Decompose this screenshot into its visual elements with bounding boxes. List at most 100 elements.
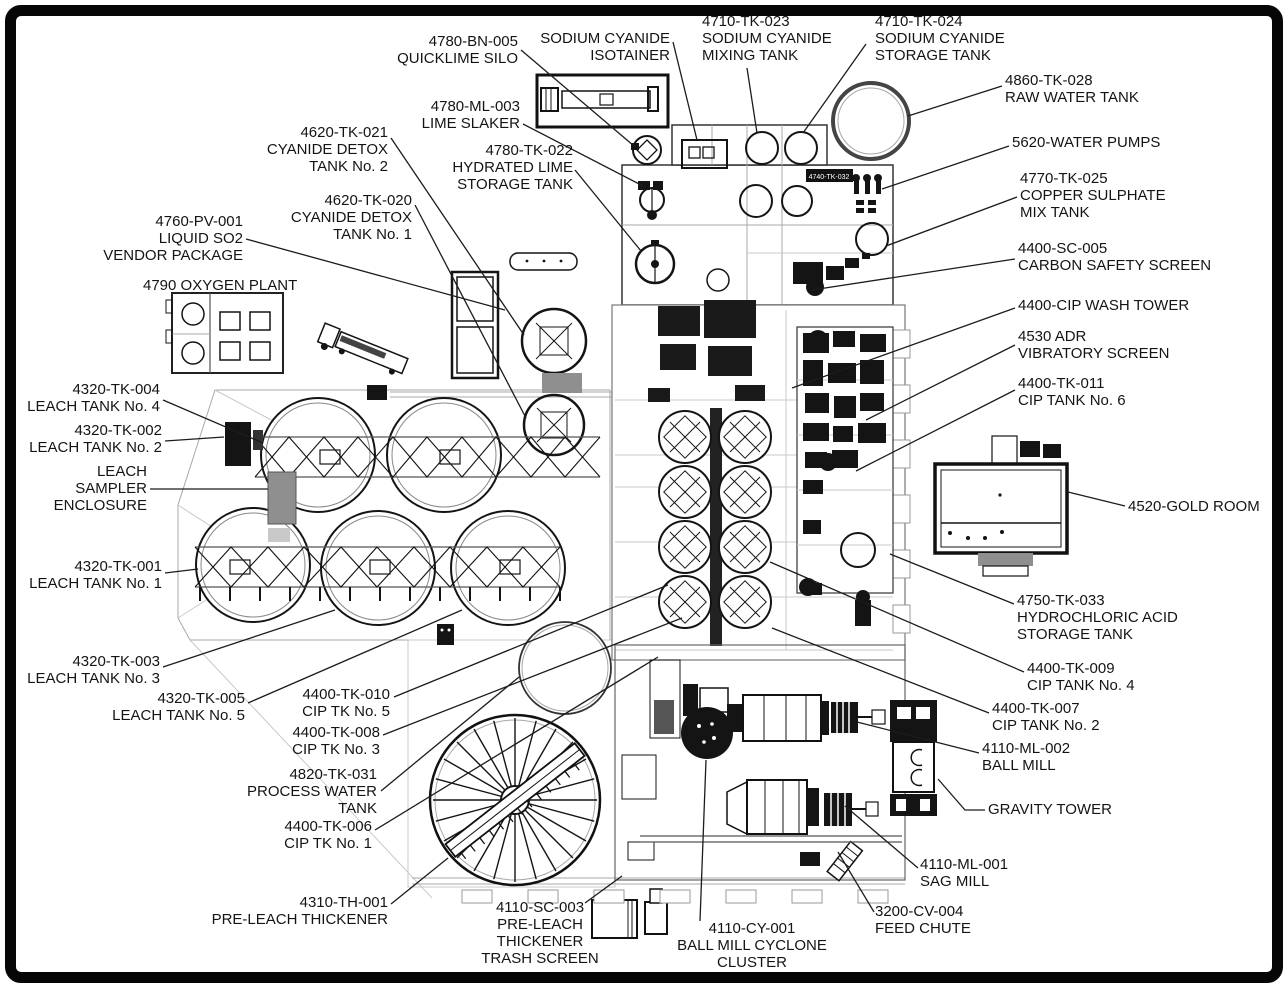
equipment-label-oxygen: 4790 OXYGEN PLANT — [143, 277, 298, 294]
delivery-truck — [540, 86, 659, 112]
leader-line-ml002 — [856, 721, 980, 754]
equipment-label-sc005: 4400-SC-005 CARBON SAFETY SCREEN — [1018, 240, 1212, 274]
equipment-label-cv004: 3200-CV-004 FEED CHUTE — [875, 903, 971, 937]
leader-line-cv004 — [837, 851, 875, 913]
leader-line-bn005 — [520, 49, 635, 147]
reagent-truck — [316, 322, 409, 375]
quicklime-silo-symbol — [631, 135, 662, 165]
equipment-label-tk006: 4400-TK-006 CIP TK No. 1 — [284, 818, 372, 852]
equipment-label-tk033: 4750-TK-033 HYDROCHLORIC ACID STORAGE TA… — [1017, 592, 1178, 643]
equipment-label-adr: 4530 ADR VIBRATORY SCREEN — [1018, 328, 1170, 362]
equipment-label-sc003: 4110-SC-003 PRE-LEACH THICKENER TRASH SC… — [481, 899, 599, 967]
equipment-label-tk011: 4400-TK-011 CIP TANK No. 6 — [1018, 375, 1126, 409]
leader-line-tk025 — [885, 196, 1018, 247]
adr-pump — [855, 600, 871, 626]
equipment-label-tk008: 4400-TK-008 CIP TK No. 3 — [292, 724, 380, 758]
equipment-label-isotainer: SODIUM CYANIDE ISOTAINER — [540, 30, 670, 64]
gold-room — [933, 435, 1069, 577]
water-pumps — [852, 174, 882, 213]
trash-screen-structures — [621, 659, 681, 861]
quicklime-silo-building — [535, 73, 670, 129]
leader-line-sc005 — [811, 258, 1016, 291]
leader-line-pumps — [881, 145, 1010, 190]
trash-screen — [591, 888, 668, 939]
equipment-label-tk021: 4620-TK-021 CYANIDE DETOX TANK No. 2 — [266, 124, 388, 175]
cip-tanks — [658, 410, 772, 629]
equipment-label-tk028: 4860-TK-028 RAW WATER TANK — [1005, 72, 1139, 106]
equipment-label-washtower: 4400-CIP WASH TOWER — [1018, 297, 1190, 314]
equipment-label-tk005: 4320-TK-005 LEACH TANK No. 5 — [112, 690, 245, 724]
leader-line-tk011 — [855, 389, 1016, 472]
leader-line-tk003 — [162, 609, 336, 668]
leader-line-tk033 — [889, 553, 1015, 605]
tank-tag-box: 4740-TK-032 — [809, 174, 850, 181]
equipment-label-gravity: GRAVITY TOWER — [988, 801, 1112, 818]
leader-line-tk028 — [907, 85, 1003, 117]
leader-line-pv001 — [245, 238, 506, 311]
leader-line-tk022 — [574, 169, 642, 252]
equipment-label-tk007: 4400-TK-007 CIP TANK No. 2 — [992, 700, 1100, 734]
cil-top-equipment — [648, 300, 765, 402]
equipment-label-tk002: 4320-TK-002 LEACH TANK No. 2 — [29, 422, 162, 456]
equipment-label-sampler: LEACH SAMPLER ENCLOSURE — [53, 463, 147, 514]
feed-chute — [800, 840, 864, 882]
equipment-label-tk024: 4710-TK-024 SODIUM CYANIDE STORAGE TANK — [875, 13, 1005, 64]
cip-pipe-rack — [710, 408, 722, 646]
so2-vendor-package — [509, 252, 578, 271]
raw-water-tank — [831, 81, 911, 161]
leader-line-tk020 — [414, 204, 527, 419]
leader-line-sc003 — [584, 875, 623, 904]
ball-mill — [683, 684, 886, 742]
feed-conveyor — [640, 835, 902, 843]
carbon-safety-screen — [793, 258, 859, 296]
leader-line-tk024 — [802, 43, 867, 134]
equipment-label-tk025: 4770-TK-025 COPPER SULPHATE MIX TANK — [1020, 170, 1166, 221]
leach-sampler-enclosure — [267, 471, 297, 542]
hydrochloric-acid-tank — [840, 532, 876, 568]
lime-detox-bin — [450, 270, 500, 380]
leader-line-ml001 — [844, 805, 919, 869]
equipment-label-pv001: 4760-PV-001 LIQUID SO2 VENDOR PACKAGE — [103, 213, 243, 264]
equipment-label-th001: 4310-TH-001 PRE-LEACH THICKENER — [211, 894, 388, 928]
leader-line-tk008 — [382, 617, 683, 736]
equipment-label-tk020: 4620-TK-020 CYANIDE DETOX TANK No. 1 — [290, 192, 412, 243]
leach-walkway-lower — [194, 546, 561, 601]
leach-feed-box — [225, 385, 387, 466]
oxygen-plant — [165, 292, 284, 374]
sag-mill — [726, 779, 879, 836]
leader-line-isotainer — [672, 41, 698, 141]
leader-line-cy001 — [699, 759, 707, 922]
equipment-label-ml002: 4110-ML-002 BALL MILL — [982, 740, 1071, 774]
leader-line-tk021 — [390, 137, 525, 336]
leader-line-goldroom — [1067, 491, 1126, 507]
hydrated-lime-storage-tank — [634, 240, 676, 285]
equipment-label-cy001: 4110-CY-001 BALL MILL CYCLONE CLUSTER — [677, 920, 827, 971]
leach-walkway-upper — [254, 436, 601, 478]
leader-line-tk031 — [380, 676, 520, 792]
equipment-label-tk004: 4320-TK-004 LEACH TANK No. 4 — [27, 381, 160, 415]
leader-line-tk001 — [164, 568, 199, 574]
sodium-cyanide-area: 4740-TK-032 — [681, 131, 853, 218]
equipment-label-tk010: 4400-TK-010 CIP TK No. 5 — [302, 686, 390, 720]
cyanide-detox-tanks — [520, 307, 588, 457]
leach-tanks — [195, 397, 566, 626]
equipment-label-pumps: 5620-WATER PUMPS — [1012, 134, 1161, 151]
equipment-label-tk009: 4400-TK-009 CIP TANK No. 4 — [1027, 660, 1135, 694]
equipment-label-goldroom: 4520-GOLD ROOM — [1128, 498, 1260, 515]
leader-line-tk004 — [162, 399, 264, 444]
ball-mill-cyclone-cluster — [681, 707, 733, 759]
equipment-label-tk023: 4710-TK-023 SODIUM CYANIDE MIXING TANK — [702, 13, 832, 64]
mill-building — [461, 644, 937, 939]
leader-line-tk002 — [164, 436, 225, 442]
equipment-label-bn005: 4780-BN-005 QUICKLIME SILO — [397, 33, 518, 67]
leader-line-adr — [865, 344, 1016, 421]
copper-sulphate-mix-tank — [855, 222, 889, 259]
reagent-building — [621, 124, 894, 306]
leader-line-tk023 — [746, 67, 758, 134]
equipment-label-tk003: 4320-TK-003 LEACH TANK No. 3 — [27, 653, 160, 687]
leach-area — [194, 385, 601, 626]
gravity-tower — [890, 700, 937, 816]
equipment-label-tk031: 4820-TK-031 PROCESS WATER TANK — [246, 766, 377, 817]
